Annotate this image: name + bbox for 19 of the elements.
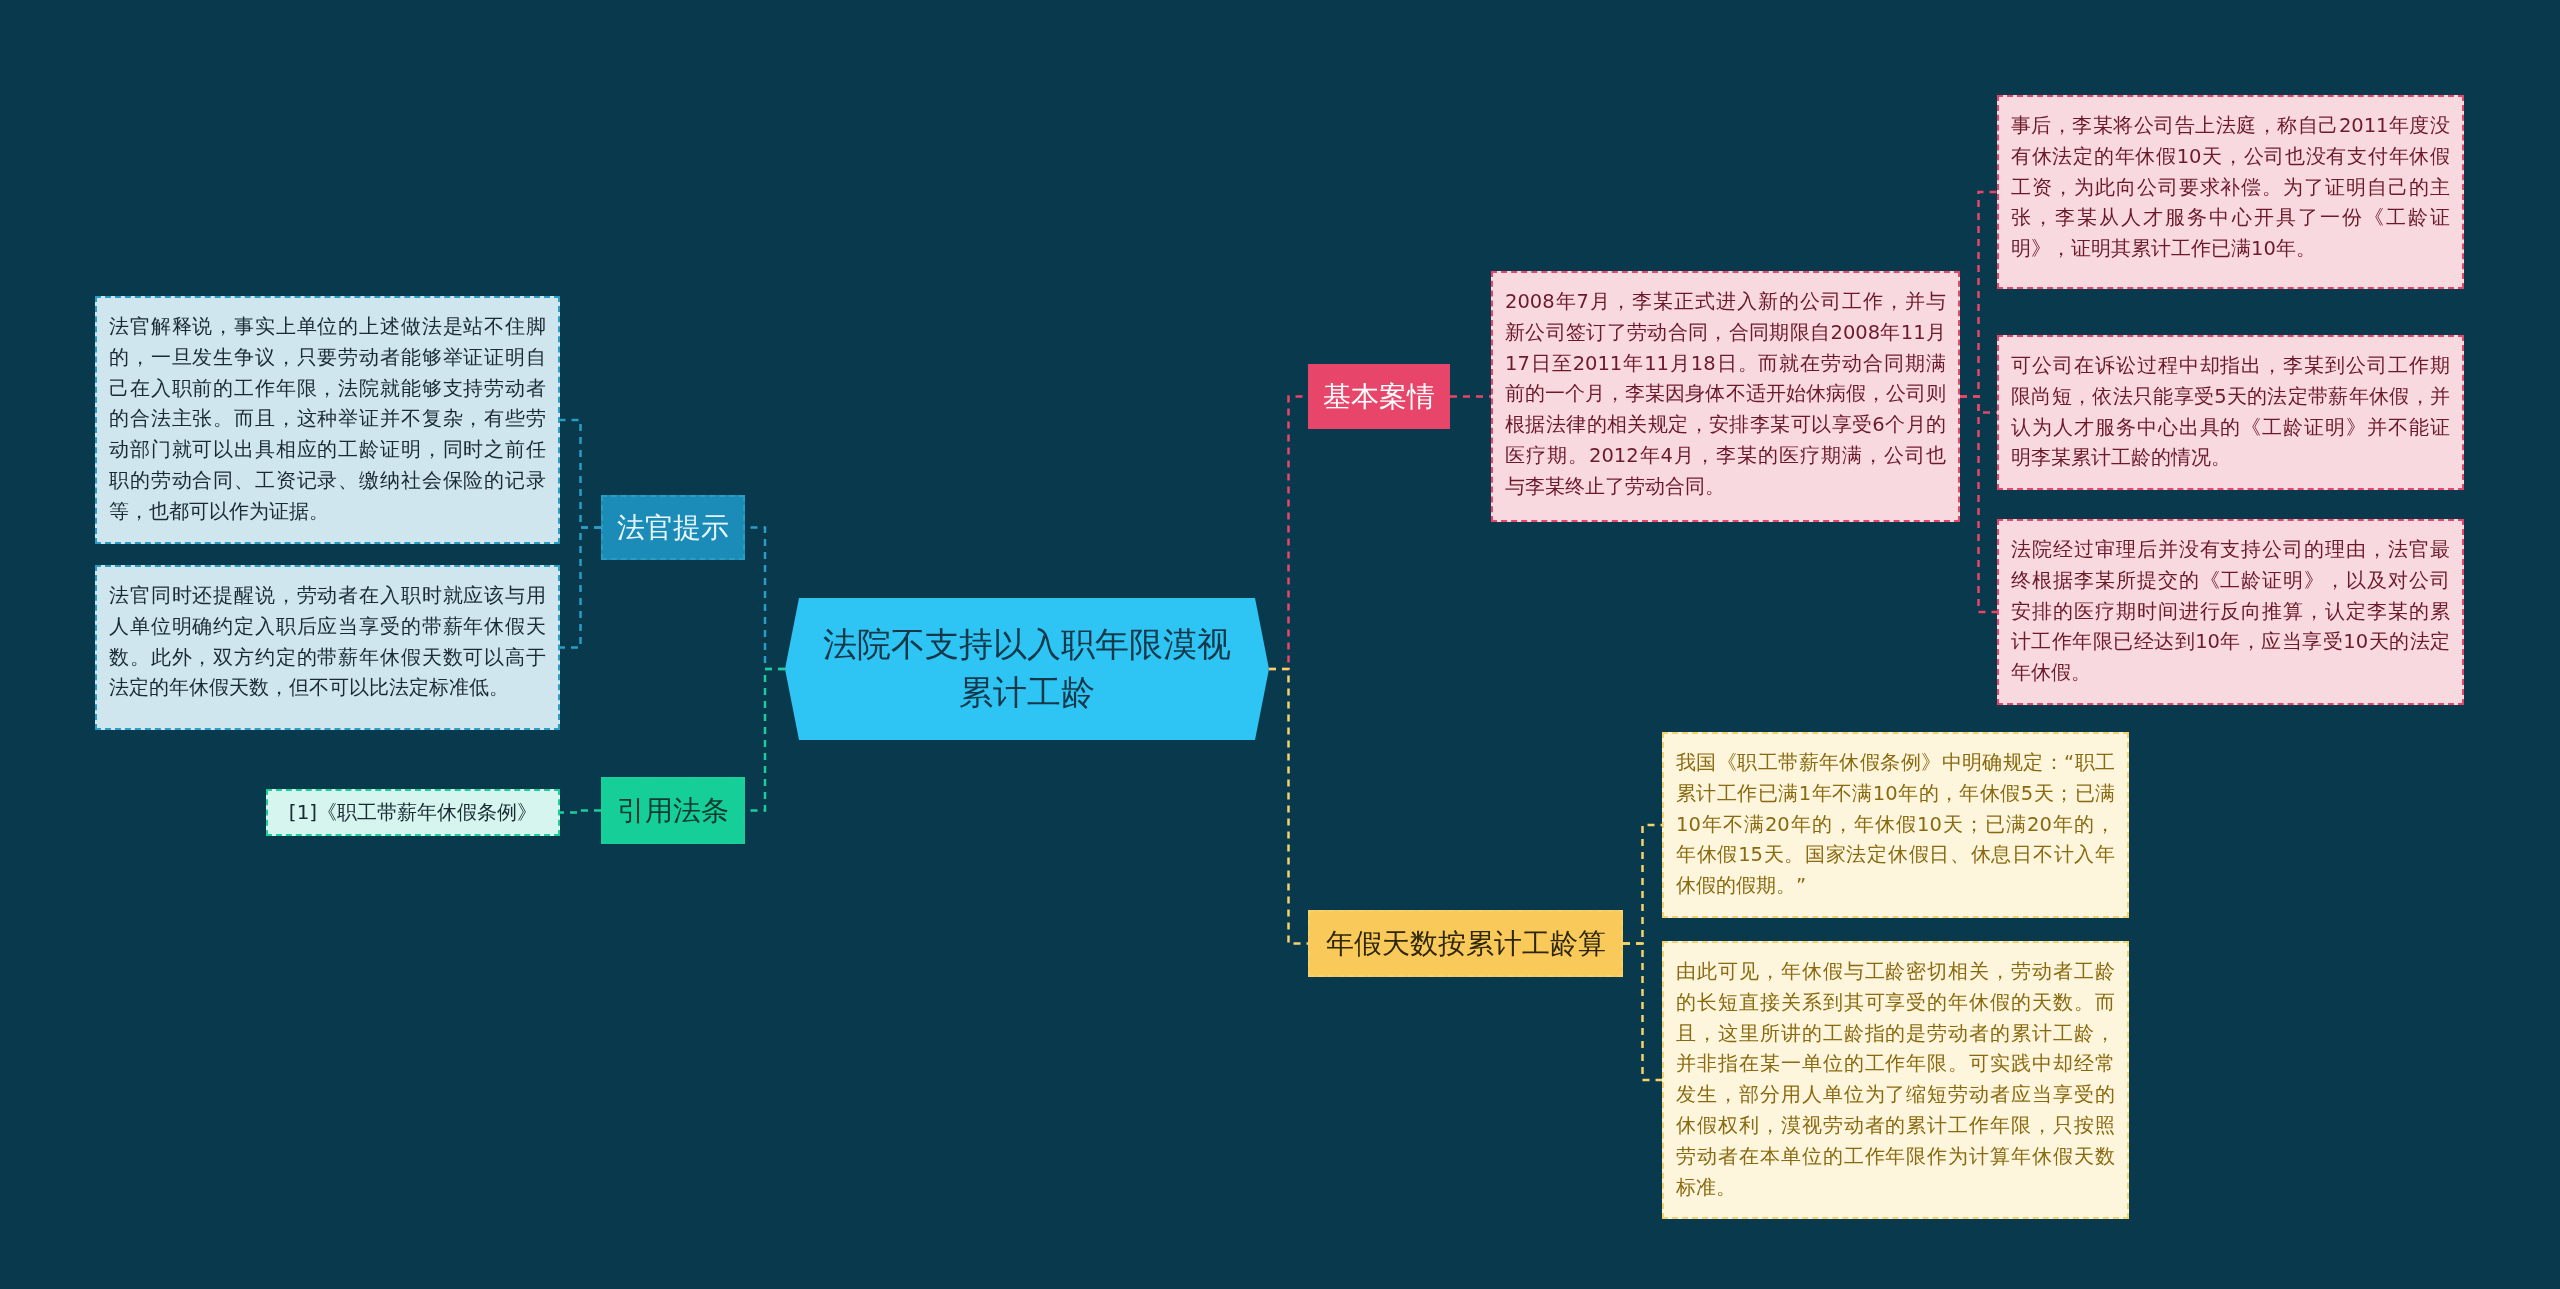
text-box: 2008年7月，李某正式进入新的公司工作，并与新公司签订了劳动合同，合同期限自2008年11月17日至2011年11月18日。而就在劳动合同期满前的一个月，李某因身体不适开始休病假，公司则根据法律的相关规定，安排李某可以享受6个月的医疗期。2012年4月，李某的医疗期满，公司也与李某终止了劳动合同。 — [1491, 271, 1960, 522]
connector-line — [1960, 395, 1997, 614]
text-box: 可公司在诉讼过程中却指出，李某到公司工作期限尚短，依法只能享受5天的法定带薪年休假，并认为人才服务中心出具的《工龄证明》并不能证明李某累计工龄的情况。 — [1997, 335, 2464, 491]
connector-line — [560, 809, 601, 814]
text-box: 法官同时还提醒说，劳动者在入职时就应该与用人单位明确约定入职后应当享受的带薪年休假天数。此外，双方约定的带薪年休假天数可以高于法定的年休假天数，但不可以比法定标准低。 — [95, 565, 560, 730]
topic-box: 法官提示 — [601, 495, 745, 560]
text-box: 法官解释说，事实上单位的上述做法是站不住脚的，一旦发生争议，只要劳动者能够举证证明自己在入职前的工作年限，法院就能够支持劳动者的合法主张。而且，这种举证并不复杂，有些劳动部门就可以出具相应的工龄证明，同时之前任职的劳动合同、工资记录、缴纳社会保险的记录等，也都可以作为证据。 — [95, 296, 560, 544]
connector-line — [1623, 942, 1662, 1082]
reference-box: [1]《职工带薪年休假条例》 — [266, 789, 560, 836]
text-box: 事后，李某将公司告上法庭，称自己2011年度没有休法定的年休假10天，公司也没有支付年休假工资，为此向公司要求补偿。为了证明自己的主张，李某从人才服务中心开具了一份《工龄证明》，证明其累计工作已满10年。 — [1997, 95, 2464, 289]
text-box: 由此可见，年休假与工龄密切相关，劳动者工龄的长短直接关系到其可享受的年休假的天数。而且，这里所讲的工龄指的是劳动者的累计工龄，并非指在某一单位的工作年限。可实践中却经常发生，部分用人单位为了缩短劳动者应当享受的休假权利，漠视劳动者的累计工作年限，只按照劳动者在本单位的工作年限作为计算年休假天数标准。 — [1662, 941, 2129, 1220]
connector-line — [560, 526, 601, 649]
connector-line — [1269, 667, 1308, 945]
text-box: 我国《职工带薪年休假条例》中明确规定：“职工累计工作已满1年不满10年的，年休假5天；已满10年不满20年的，年休假10天；已满20年的，年休假15天。国家法定休假日、休息日不计入年休假的假期。” — [1662, 732, 2129, 918]
connector-line — [1450, 395, 1491, 398]
text-box: 法院经过审理后并没有支持公司的理由，法官最终根据李某所提交的《工龄证明》，以及对公司安排的医疗期时间进行反向推算，认定李某的累计工作年限已经达到10年，应当享受10天的法定年休假。 — [1997, 519, 2464, 705]
topic-box: 基本案情 — [1308, 364, 1450, 429]
topic-box: 年假天数按累计工龄算 — [1308, 910, 1623, 977]
topic-box: 引用法条 — [601, 777, 745, 844]
